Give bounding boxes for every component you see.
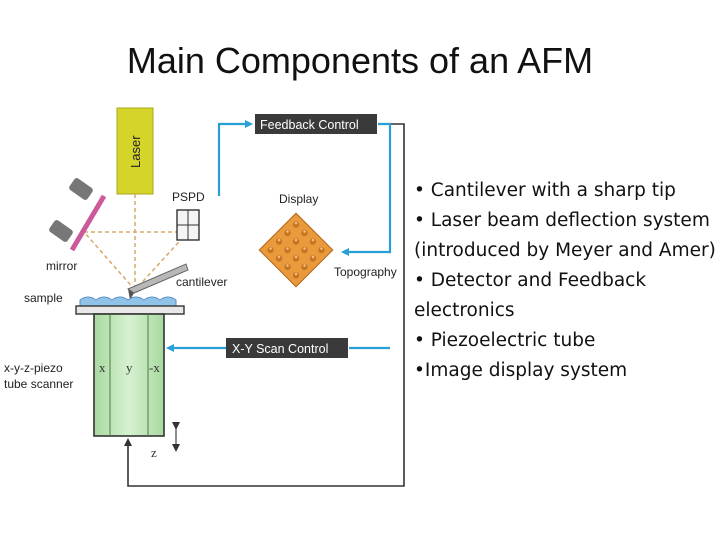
bullet-item: • Detector and Feedback electronics [414,270,647,321]
mirror-label: mirror [46,259,77,273]
topography-label: Topography [334,265,397,279]
feedback-to-display-arrow [341,122,392,256]
xy-scan-control-box [226,338,348,358]
sample-label: sample [24,291,63,305]
topography-display [258,212,334,288]
feedback-control-box [255,114,377,134]
pspd-label: PSPD [172,190,205,204]
pspd-to-feedback-arrow [217,120,253,196]
tip-icon [128,289,134,300]
bullet-item: • Cantilever with a sharp tip [414,180,676,201]
detector-head-icon [49,178,93,242]
laser-label: Laser [128,135,143,168]
axis-x-label: x [99,360,106,375]
display-label: Display [279,192,318,206]
mirror [69,194,107,252]
cantilever-label: cantilever [176,275,227,289]
component-list: • Cantilever with a sharp tip • Laser be… [414,176,716,386]
feedback-loop-line [124,123,405,487]
axis-y-label: y [126,360,133,375]
axis-z-label: z [151,445,157,460]
slide-title: Main Components of an AFM [126,40,594,81]
cantilever [126,263,189,294]
xy-scan-control-label: X-Y Scan Control [232,342,328,356]
axis-neg-x-label: -x [149,360,160,375]
scanner-label-line2: tube scanner [4,377,73,391]
laser-box [116,107,154,195]
laser-beam-paths [83,194,189,291]
scanner-label-line1: x-y-z-piezo [4,361,63,375]
bullet-item: • Piezoelectric tube [414,330,596,351]
bullet-item: • Laser beam deflection system (introduc… [414,210,716,261]
sample [79,296,177,307]
scanner-cap [75,305,185,315]
piezo-tube [93,313,165,437]
feedback-control-label: Feedback Control [260,118,359,132]
bullet-item: •Image display system [414,360,628,381]
